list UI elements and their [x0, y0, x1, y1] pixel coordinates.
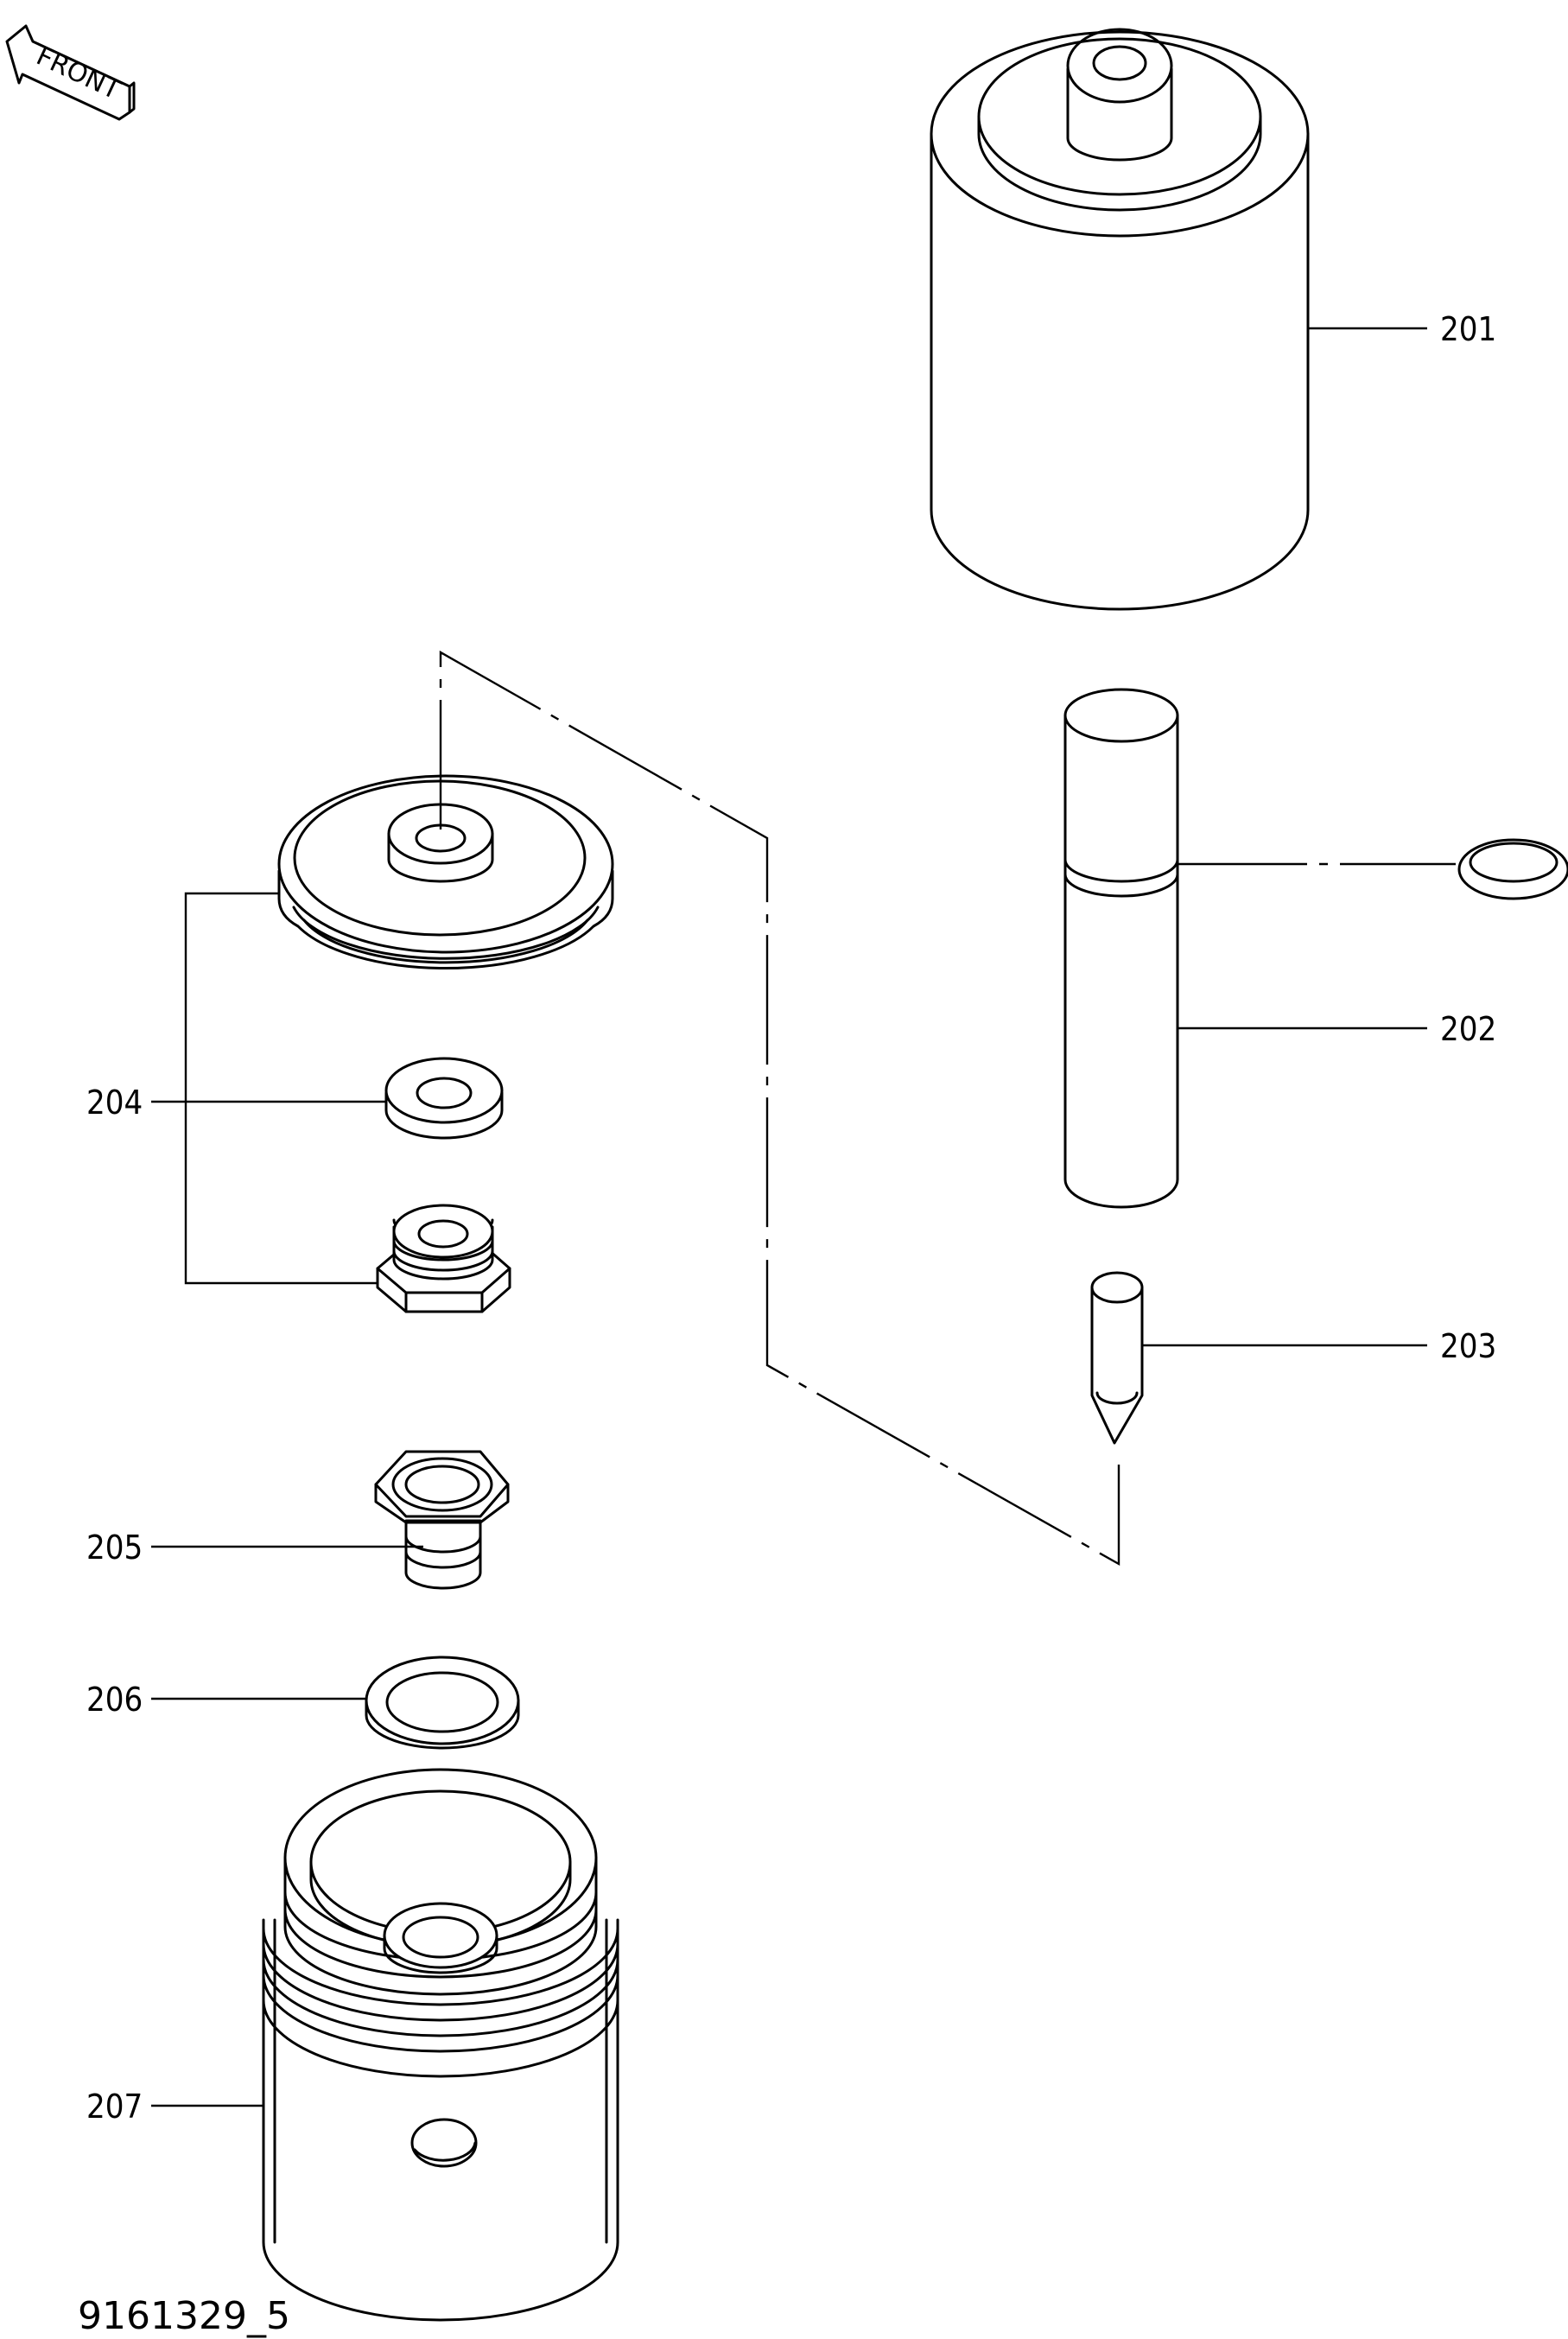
front-label: FRONT: [32, 41, 125, 106]
part-203-needle: [1090, 1271, 1144, 1445]
part-204-cap: [277, 774, 614, 969]
part-205-fitting: [374, 1450, 510, 1590]
part-204-hex-fitting: [376, 1204, 511, 1313]
part-207-housing: [262, 1768, 619, 2322]
part-206-washer: [365, 1656, 520, 1750]
callout-205: 205: [86, 1529, 143, 1567]
part-201-cylinder: [930, 28, 1310, 611]
callout-202: 202: [1440, 1010, 1496, 1048]
drawing-number: 9161329_5: [78, 2294, 290, 2338]
callout-203: 203: [1440, 1327, 1496, 1365]
callout-204-bracket: [184, 892, 378, 1285]
part-204-bushing: [384, 1057, 504, 1140]
assembly-center-line: [439, 650, 1120, 1567]
callout-204: 204: [86, 1084, 143, 1122]
callout-201: 201: [1440, 310, 1496, 348]
callout-207: 207: [86, 2088, 143, 2126]
callout-206: 206: [86, 1681, 143, 1719]
part-202-pin: [1063, 688, 1568, 1209]
front-arrow-icon: FRONT: [5, 24, 136, 121]
